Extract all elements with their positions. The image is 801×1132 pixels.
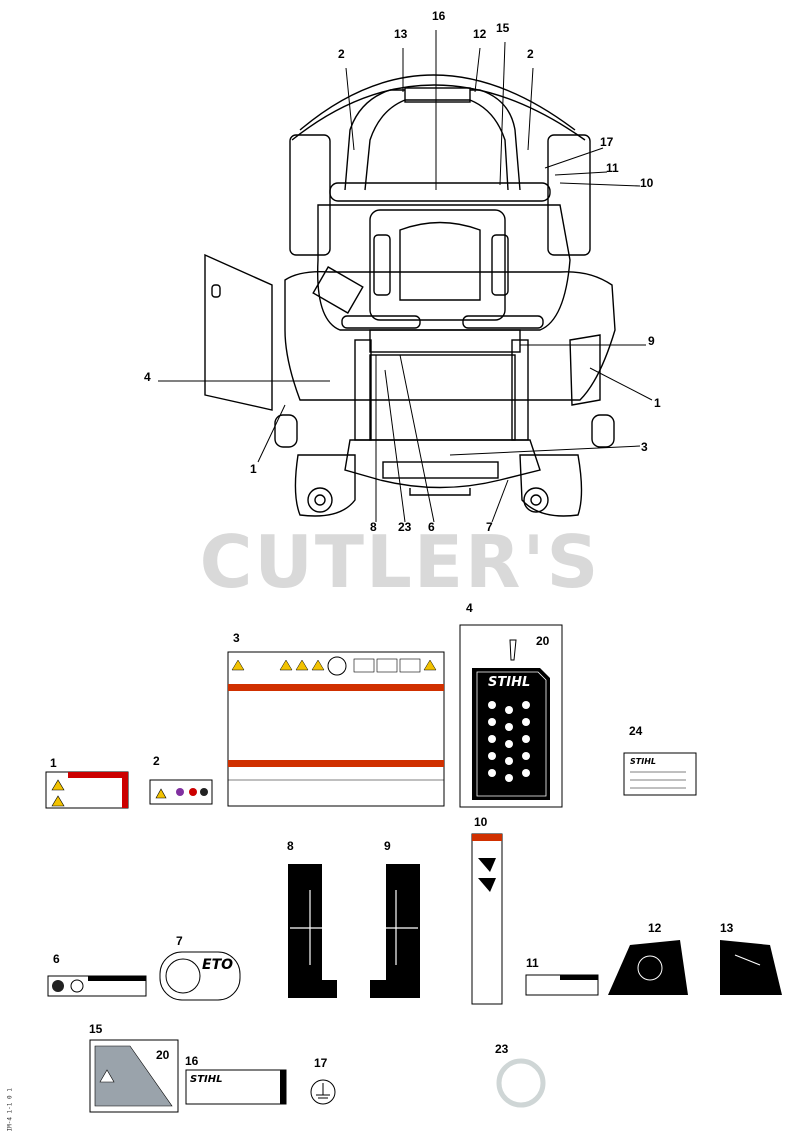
- decal-3: [227, 651, 445, 807]
- decal-4-brand: STIHL: [488, 675, 531, 690]
- callout-l20a: 20: [536, 634, 550, 648]
- callout-l3: 3: [233, 631, 240, 645]
- callout-l13: 13: [720, 921, 734, 935]
- watermark-text: CUTLER'S: [199, 520, 601, 604]
- decal-2: [149, 779, 213, 805]
- decal-4: [459, 624, 563, 808]
- decal-7-brand: ETO: [202, 957, 234, 973]
- callout-c6: 6: [428, 520, 435, 534]
- callout-c2b: 2: [527, 47, 534, 61]
- callout-l10: 10: [474, 815, 488, 829]
- callout-l23: 23: [495, 1042, 509, 1056]
- callout-c16: 16: [432, 9, 446, 23]
- decal-12: [608, 940, 688, 995]
- decal-7: [159, 951, 241, 1001]
- callout-l2: 2: [153, 754, 160, 768]
- decal-6: [47, 975, 147, 997]
- decal-13: [720, 940, 782, 995]
- callout-c17: 17: [600, 135, 614, 149]
- callout-l7: 7: [176, 934, 183, 948]
- callout-c11: 11: [606, 161, 619, 175]
- callout-l17: 17: [314, 1056, 328, 1070]
- callout-l11: 11: [526, 956, 539, 970]
- callout-l20b: 20: [156, 1048, 170, 1062]
- decal-16: [185, 1069, 287, 1105]
- decal-11: [525, 974, 599, 996]
- decal-10: [471, 833, 503, 1005]
- callout-l24: 24: [629, 724, 643, 738]
- decal-1: [45, 771, 129, 809]
- callout-l4: 4: [466, 601, 473, 615]
- decal-8: [288, 864, 337, 998]
- callout-l8: 8: [287, 839, 294, 853]
- callout-c3: 3: [641, 440, 648, 454]
- callout-c12: 12: [473, 27, 487, 41]
- decal-16-brand: STIHL: [190, 1074, 223, 1085]
- callout-c9: 9: [648, 334, 655, 348]
- callout-l6: 6: [53, 952, 60, 966]
- decal-17: [310, 1079, 336, 1105]
- callout-l15: 15: [89, 1022, 103, 1036]
- callout-c15: 15: [496, 21, 510, 35]
- callout-l12: 12: [648, 921, 662, 935]
- callout-c13: 13: [394, 27, 408, 41]
- decal-24-brand: STIHL: [630, 757, 656, 766]
- callout-c10: 10: [640, 176, 654, 190]
- callout-l9: 9: [384, 839, 391, 853]
- callout-c4: 4: [144, 370, 151, 384]
- callout-l16: 16: [185, 1054, 199, 1068]
- decal-23: [496, 1058, 546, 1108]
- callout-c1a: 1: [654, 396, 661, 410]
- callout-c1b: 1: [250, 462, 257, 476]
- callout-c7: 7: [486, 520, 493, 534]
- document-code: IM-4 1-1 0 1: [6, 1088, 14, 1132]
- decal-9: [370, 864, 420, 998]
- callout-c23: 23: [398, 520, 412, 534]
- decal-24: [623, 752, 697, 796]
- callout-c2a: 2: [338, 47, 345, 61]
- callout-l1: 1: [50, 756, 57, 770]
- decal-15: [89, 1039, 179, 1113]
- callout-c8: 8: [370, 520, 377, 534]
